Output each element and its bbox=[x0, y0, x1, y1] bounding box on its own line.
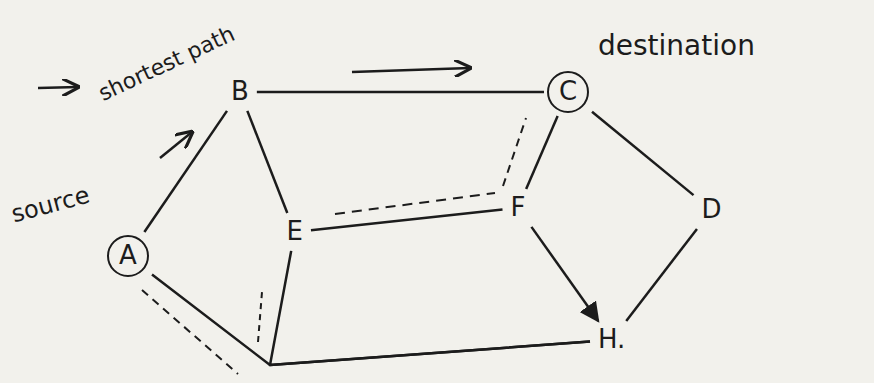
note-label: shortest path bbox=[95, 22, 239, 106]
dashed-path bbox=[335, 193, 495, 214]
graph-vertex: F bbox=[506, 192, 531, 224]
graph-edge bbox=[531, 227, 598, 321]
note-text: destination bbox=[598, 31, 755, 62]
dashed-path bbox=[258, 292, 262, 342]
vertex-label: A bbox=[119, 241, 137, 271]
note-text: shortest path bbox=[95, 22, 239, 106]
note-label: source bbox=[9, 182, 93, 228]
graph-vertex: H. bbox=[593, 324, 630, 356]
graph-edge bbox=[144, 111, 227, 232]
graph-edge bbox=[152, 274, 590, 365]
vertex-label: E bbox=[287, 217, 303, 247]
vertex-label: F bbox=[511, 193, 526, 223]
vertex-label: C bbox=[559, 77, 577, 107]
graph-edge bbox=[526, 116, 557, 189]
graph-edge bbox=[311, 210, 503, 231]
graph-vertex: C bbox=[547, 71, 589, 113]
vertex-label: D bbox=[702, 195, 722, 225]
note-label: destination bbox=[598, 31, 755, 62]
graph-edge bbox=[592, 112, 694, 195]
graph-vertex: B bbox=[226, 76, 254, 108]
direction-arrow bbox=[352, 68, 470, 72]
note-text: source bbox=[9, 182, 93, 228]
graph-edge bbox=[626, 229, 697, 321]
graph-edge bbox=[247, 111, 287, 213]
graph-vertex: E bbox=[282, 216, 308, 248]
vertex-label: B bbox=[231, 77, 249, 107]
dashed-path bbox=[503, 118, 526, 186]
vertex-label: H. bbox=[598, 325, 625, 355]
graph-edge bbox=[257, 91, 544, 94]
graph-vertex: D bbox=[697, 194, 727, 226]
graph-vertex: A bbox=[107, 235, 149, 277]
graph-edge bbox=[270, 251, 590, 365]
direction-arrow bbox=[160, 132, 192, 158]
pointer-arrow bbox=[38, 87, 78, 88]
